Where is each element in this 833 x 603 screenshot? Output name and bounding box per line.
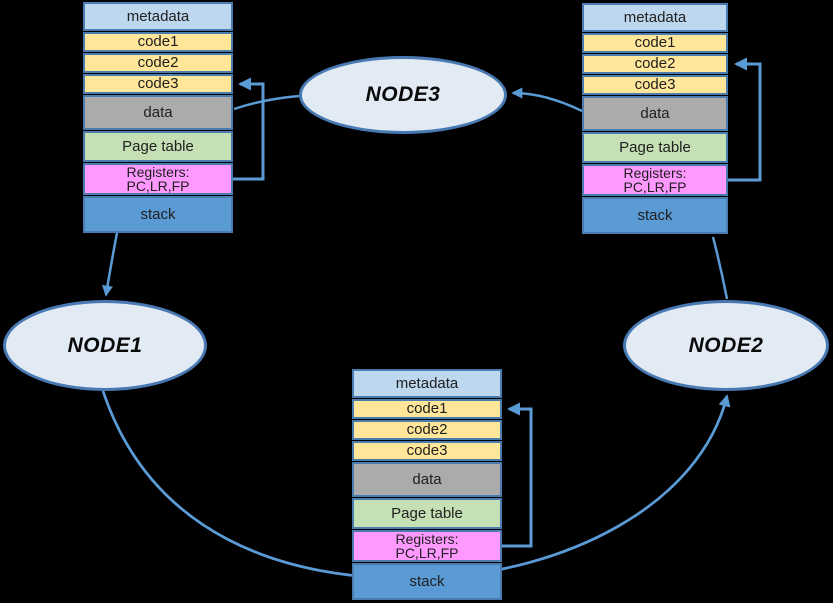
arrow-stack-top-left-to-node1 [102, 232, 119, 297]
stack-block-stack: stack [582, 197, 728, 234]
stack-block-code1: code1 [582, 33, 728, 53]
stack-block-label: code2 [137, 54, 179, 72]
stack-block-label: code1 [634, 34, 676, 52]
stack-block-label: metadata [395, 374, 459, 392]
stack-block-code3: code3 [582, 75, 728, 95]
stack-block-code1: code1 [83, 32, 233, 52]
stack-block-label: Page table [122, 137, 194, 155]
stack-block-label: code1 [137, 33, 179, 51]
line-node3-to-stack-top-left [233, 94, 300, 111]
stack-block-label: code2 [634, 55, 676, 73]
node2-ellipse: NODE2 [623, 300, 829, 391]
stack-block-label: metadata [623, 8, 687, 26]
stack-block-data: data [582, 96, 728, 131]
stack-block-metadata: metadata [352, 369, 502, 398]
stack-block-code2: code2 [582, 54, 728, 74]
stack-block-page-table: Page table [83, 131, 233, 162]
stack-block-label: code1 [406, 400, 448, 418]
stack-block-code2: code2 [352, 420, 502, 440]
stack-block-label-line2: PC,LR,FP [395, 545, 459, 561]
stack-block-label: metadata [126, 7, 190, 25]
stack-block-registers: Registers:PC,LR,FP [352, 530, 502, 562]
stack-block-data: data [352, 462, 502, 497]
stack-block-metadata: metadata [582, 3, 728, 32]
register-arrow-stack-bottom-to-code1 [502, 402, 533, 548]
stack-block-label: stack [409, 572, 445, 590]
node1-label: NODE1 [67, 333, 143, 357]
stack-block-registers: Registers:PC,LR,FP [83, 163, 233, 195]
stack-block-stack: stack [352, 563, 502, 600]
node3-label: NODE3 [365, 83, 441, 106]
stack-block-label: data [640, 104, 670, 122]
stack-block-label: Registers: [623, 164, 687, 181]
stack-block-label: Page table [391, 504, 463, 522]
register-arrow-stack-top-left-to-code3 [233, 77, 265, 181]
node1-ellipse: NODE1 [3, 300, 207, 391]
stack-block-data: data [83, 95, 233, 130]
stack-block-label: code2 [406, 421, 448, 439]
line-node2-to-stack-top-right [711, 236, 729, 300]
stack-block-registers: Registers:PC,LR,FP [582, 164, 728, 196]
stack-block-label: Page table [619, 138, 691, 156]
stack-block-label: stack [140, 205, 176, 223]
stack-block-page-table: Page table [582, 132, 728, 163]
stack-block-page-table: Page table [352, 498, 502, 529]
stack-block-label: code3 [137, 75, 179, 93]
stack-block-label: stack [637, 206, 673, 224]
node3-ellipse: NODE3 [299, 56, 507, 134]
stack-block-label-line2: PC,LR,FP [623, 179, 687, 195]
stack-block-code3: code3 [83, 74, 233, 94]
stack-block-label: Registers: [395, 530, 459, 547]
stack-block-label: code3 [634, 76, 676, 94]
stack-block-label-line2: PC,LR,FP [126, 178, 190, 194]
register-arrow-stack-top-right-to-code2 [728, 57, 762, 182]
stack-block-label: data [412, 470, 442, 488]
stack-block-label: data [143, 103, 173, 121]
stack-block-code3: code3 [352, 441, 502, 461]
stack-block-metadata: metadata [83, 2, 233, 31]
stack-block-code1: code1 [352, 399, 502, 419]
arrow-stack-top-right-to-node3 [511, 87, 583, 113]
stack-block-stack: stack [83, 196, 233, 233]
stack-block-label: Registers: [126, 163, 190, 180]
node2-label: NODE2 [688, 333, 764, 357]
stack-block-code2: code2 [83, 53, 233, 73]
stack-block-label: code3 [406, 442, 448, 460]
